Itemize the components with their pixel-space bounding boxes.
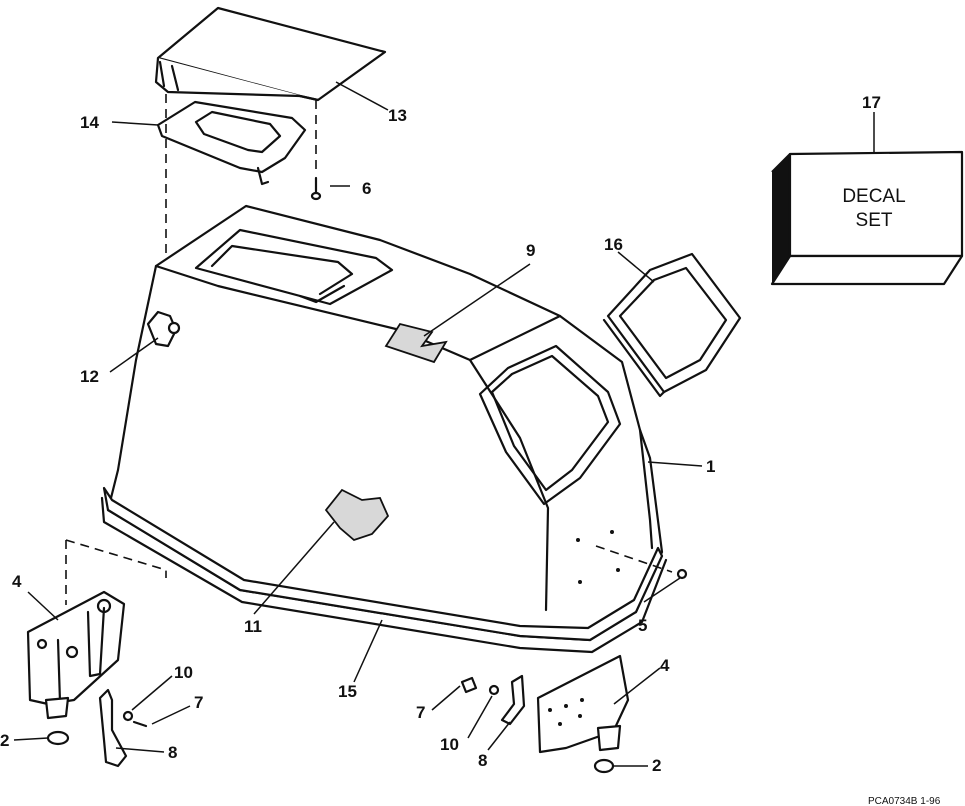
callout-16: 16 <box>604 235 623 254</box>
callout-14: 14 <box>80 113 99 132</box>
part-2-left-foot <box>44 696 70 746</box>
part-7-right-screw <box>460 676 478 694</box>
alignment-line-part-5 <box>595 545 673 573</box>
callout-2-left: 2 <box>0 731 9 750</box>
part-6-screw <box>310 176 322 201</box>
part-12-latch-knob <box>146 310 181 348</box>
callout-7-right: 7 <box>416 703 425 722</box>
callout-8-right: 8 <box>478 751 487 770</box>
part-10-left-washer <box>122 710 134 722</box>
callout-15: 15 <box>338 682 357 701</box>
callout-6: 6 <box>362 179 371 198</box>
part-8-left-clip <box>98 688 128 768</box>
decal-box-line2: SET <box>856 210 893 231</box>
callout-11: 11 <box>244 617 262 636</box>
part-4-right-bracket <box>536 654 630 754</box>
alignment-line-bracket <box>65 539 167 578</box>
part-13-hood-lid <box>154 6 387 102</box>
part-11-decal <box>324 488 390 542</box>
part-1-engine-cover <box>106 204 664 642</box>
figure-code: PCA0734B 1-96 <box>868 796 941 806</box>
callout-12: 12 <box>80 367 99 386</box>
part-4-left-bracket <box>26 590 126 706</box>
callout-13: 13 <box>388 106 407 125</box>
part-7-left-screw <box>132 720 148 728</box>
callout-4-left: 4 <box>12 572 22 591</box>
callout-4-right: 4 <box>660 656 670 675</box>
callout-10-left: 10 <box>174 663 193 682</box>
callout-9: 9 <box>526 241 535 260</box>
callout-8-left: 8 <box>168 743 177 762</box>
part-8-right-clip <box>500 674 526 726</box>
callout-5: 5 <box>638 616 647 635</box>
part-5-screw <box>676 568 688 580</box>
callout-7-left: 7 <box>194 693 203 712</box>
leader-lines <box>13 81 875 767</box>
part-16-window-seal <box>602 252 742 398</box>
part-10-right-washer <box>488 684 500 696</box>
callout-10-right: 10 <box>440 735 459 754</box>
part-15-lower-seal <box>100 486 668 654</box>
part-14-hood-gasket <box>156 100 307 186</box>
part-17-decal-set-box: DECAL SET <box>770 150 964 286</box>
callout-2-right: 2 <box>652 756 661 775</box>
callout-1: 1 <box>706 457 715 476</box>
decal-box-line1: DECAL <box>842 186 905 207</box>
part-2-right-foot <box>593 758 615 774</box>
callout-17: 17 <box>862 93 881 112</box>
part-9-decal <box>384 322 448 364</box>
